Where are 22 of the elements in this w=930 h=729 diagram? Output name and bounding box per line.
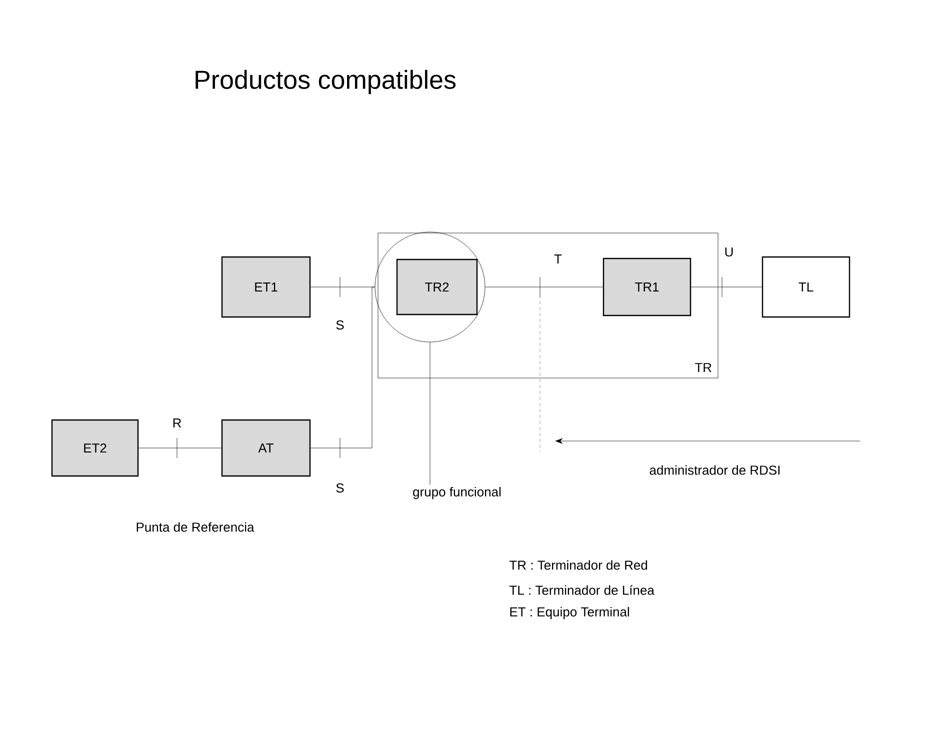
- connector-line: [485, 286, 604, 288]
- edge-label: U: [725, 247, 733, 257]
- device-box: TR2: [396, 258, 478, 316]
- edge-label: T: [554, 254, 562, 264]
- device-box: AT: [221, 419, 311, 477]
- device-box: ET2: [51, 419, 139, 477]
- group-circle: [374, 232, 486, 342]
- edge-label: S: [336, 483, 344, 493]
- connector-line: [310, 286, 375, 448]
- device-box: ET1: [221, 256, 311, 318]
- edge-label: S: [336, 320, 344, 330]
- annotation: grupo funcional: [413, 486, 501, 500]
- legend-entry: ET : Equipo Terminal: [510, 606, 629, 620]
- title: Productos compatibles: [196, 70, 456, 94]
- legend-entry: TR : Terminador de Red: [510, 560, 648, 570]
- device-box: TL: [762, 256, 850, 318]
- edge-label: R: [173, 418, 182, 428]
- connector-line: [690, 286, 762, 288]
- legend-entry: TL : Terminador de Línea: [510, 585, 654, 595]
- device-box: TR1: [602, 258, 692, 316]
- caption-text: Punta de Referencia: [136, 522, 254, 532]
- caption-text: administrador de RDSI: [650, 465, 780, 475]
